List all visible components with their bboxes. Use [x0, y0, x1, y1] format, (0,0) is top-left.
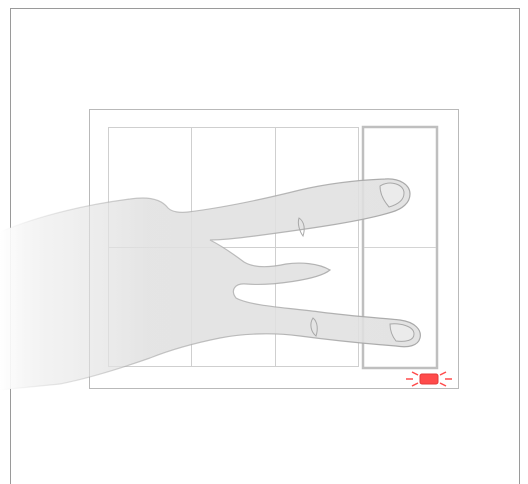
- indicator-led-light: [420, 374, 438, 384]
